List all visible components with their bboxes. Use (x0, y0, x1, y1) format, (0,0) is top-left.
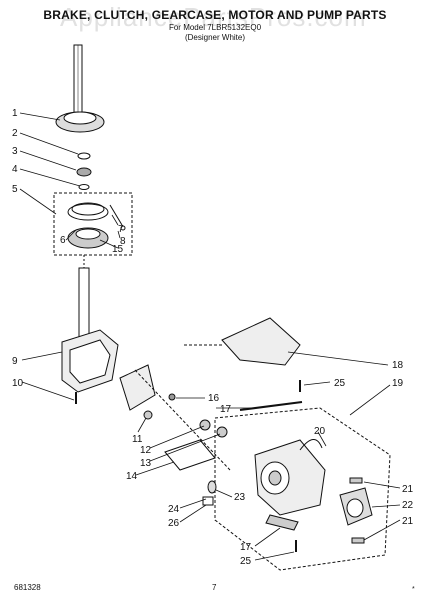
callout-24: 24 (168, 504, 180, 515)
page-number: 7 (212, 583, 217, 592)
callout-26: 26 (168, 518, 180, 529)
callout-13: 13 (140, 458, 152, 469)
corner-mark: * (412, 586, 415, 593)
callout-23: 23 (234, 492, 246, 503)
callout-5: 5 (12, 184, 18, 195)
callout-10: 10 (12, 378, 24, 389)
gasket (164, 439, 216, 471)
callout-17: 17 (220, 404, 232, 415)
callout-3: 3 (12, 146, 18, 157)
washer-2 (77, 152, 91, 160)
drive-shaft-lower (78, 267, 90, 341)
callout-15: 15 (112, 244, 124, 255)
callout-17: 17 (240, 542, 252, 553)
callout-12: 12 (140, 445, 152, 456)
document-number: 681328 (14, 583, 41, 592)
callout-1: 1 (12, 108, 18, 119)
callout-11: 11 (132, 434, 143, 445)
model-subtitle: For Model 7LBR5132EQ0 (168, 23, 262, 32)
callout-4: 4 (12, 164, 18, 175)
callout-25: 25 (334, 378, 346, 389)
pump-cover (119, 364, 156, 411)
callout-16: 16 (208, 393, 220, 404)
callout-25: 25 (240, 556, 252, 567)
callout-9: 9 (12, 356, 18, 367)
watermark-text: AppliancePartsPros.com (60, 2, 367, 32)
callout-21: 21 (402, 516, 414, 527)
drive-motor (254, 439, 326, 516)
callout-2: 2 (12, 128, 18, 139)
motor-assembly-box (214, 407, 391, 571)
washer-4 (78, 184, 90, 190)
callout-6: 6 (60, 235, 66, 246)
callout-18: 18 (392, 360, 404, 371)
washer-3 (76, 167, 92, 177)
callout-22: 22 (402, 500, 414, 511)
color-subtitle: (Designer White) (184, 33, 245, 42)
callout-20: 20 (314, 426, 326, 437)
callout-8: 8 (120, 236, 126, 247)
callout-7: 7 (118, 224, 124, 235)
callout-14: 14 (126, 471, 138, 482)
motor-shield (221, 317, 301, 366)
callout-21: 21 (402, 484, 414, 495)
diagram-title: BRAKE, CLUTCH, GEARCASE, MOTOR AND PUMP … (43, 8, 387, 22)
callout-19: 19 (392, 378, 404, 389)
